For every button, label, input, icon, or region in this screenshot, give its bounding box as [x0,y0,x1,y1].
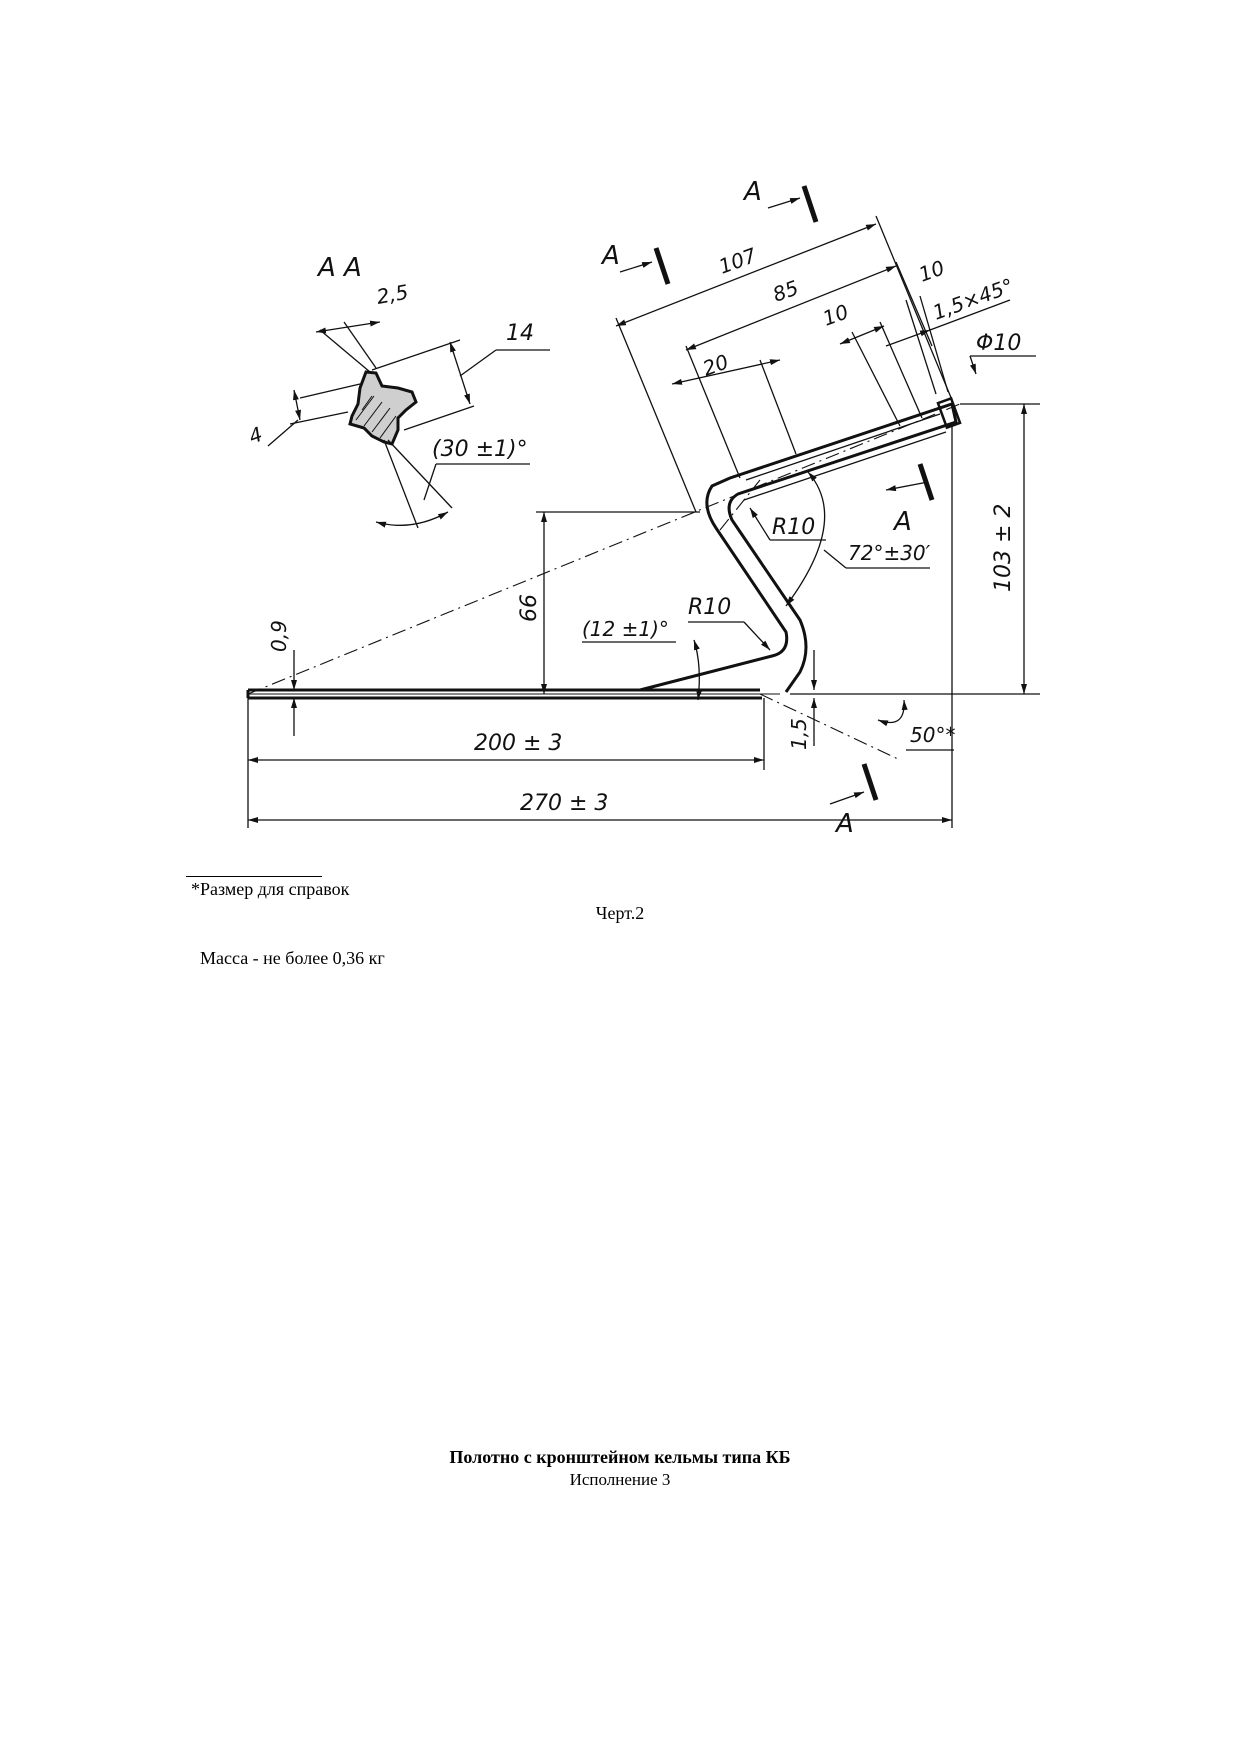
dim-chamfer: 1,5×45° [930,273,1017,324]
dim-r10-upper: R10 [772,515,815,540]
dim-4: 4 [246,422,266,449]
drawing-caption: Черт.2 [595,903,645,923]
dim-20: 20 [700,349,732,380]
footnote-rule [186,876,322,877]
dim-10-a: 10 [820,299,852,330]
dim-200: 200 ± 3 [474,731,562,756]
dim-2-5: 2,5 [375,280,410,309]
section-mark-a-4: A [834,809,854,839]
main-profile-view: A A A A 107 85 10 10 1,5×45° [246,177,1040,839]
dim-r10-lower: R10 [688,595,731,620]
dim-phi-10: Φ10 [976,331,1021,356]
section-mark-a-1: A [600,241,620,271]
cross-section-profile [348,370,418,446]
dim-66: 66 [517,594,542,622]
dim-107: 107 [716,243,760,279]
section-a-a-detail: A A 2,5 14 4 (30 ±1)° [246,253,550,529]
dim-270: 270 ± 3 [520,791,608,816]
dim-85: 85 [770,275,802,306]
dim-103: 103 ± 2 [991,504,1016,592]
dim-angle-72: 72°±30′ [848,541,931,565]
dim-14: 14 [506,321,534,346]
section-subtitle: Исполнение 3 [569,1470,671,1489]
footnote: *Размер для справок [191,879,350,899]
section-title: Полотно с кронштейном кельмы типа КБ [449,1447,791,1467]
dim-angle-30: (30 ±1)° [432,437,528,462]
technical-drawing: A A 2,5 14 4 (30 ±1)° [246,177,1040,839]
dim-1-5: 1,5 [787,718,811,750]
dim-angle-12: (12 ±1)° [582,617,669,641]
mass-note: Масса - не более 0,36 кг [200,948,385,968]
dim-angle-50: 50°* [910,723,955,747]
section-mark-a-2: A [742,177,762,207]
section-a-a-label: A A [316,253,362,283]
dim-10-b: 10 [916,255,948,286]
dim-0-9: 0,9 [267,620,291,652]
section-mark-a-3: A [892,507,912,537]
